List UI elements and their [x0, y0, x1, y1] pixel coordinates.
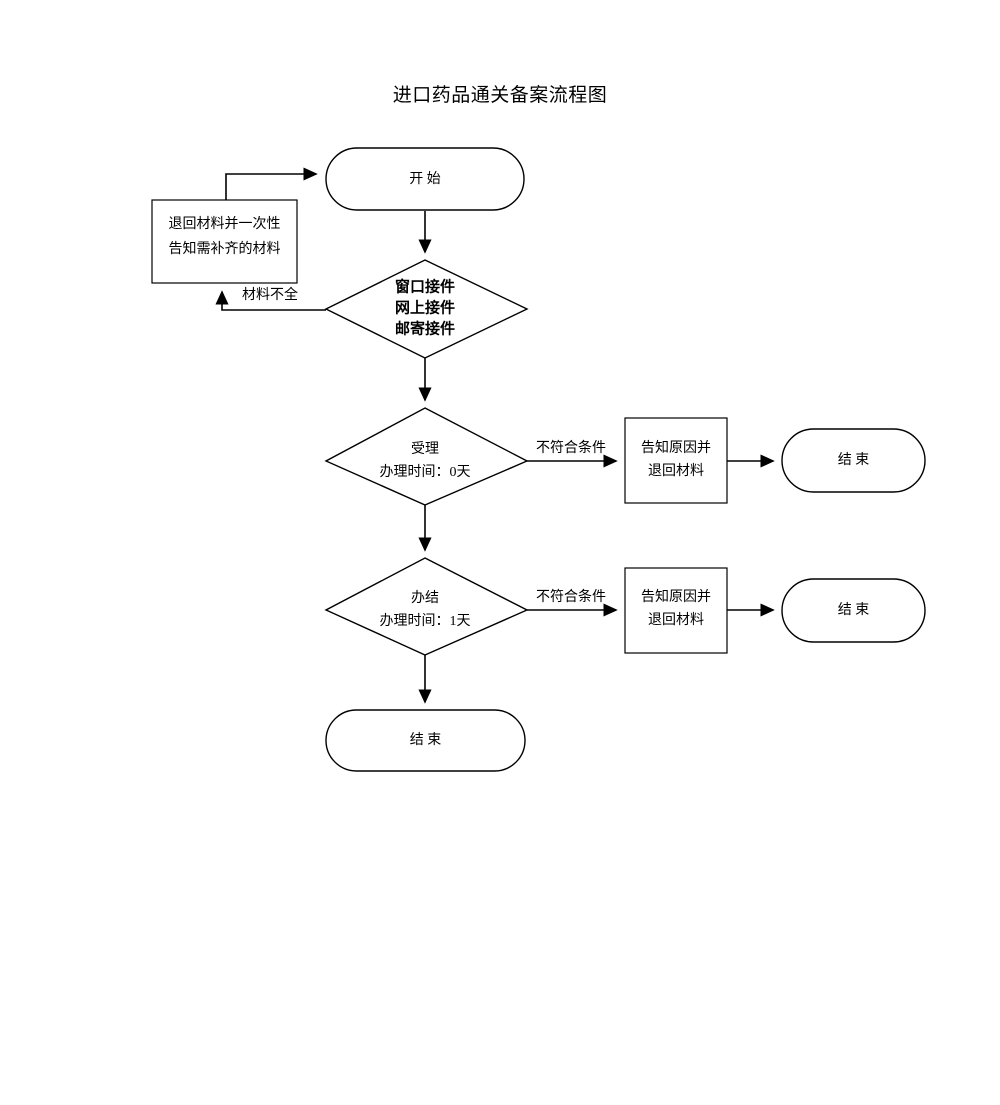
edge-label-not-conforming-2: 不符合条件	[536, 588, 606, 605]
edge-return-box-to-start	[225, 167, 318, 200]
node-notify2-line2: 退回材料	[648, 612, 704, 628]
node-start[interactable]: 开 始	[325, 147, 525, 211]
node-notify-reason-box-2[interactable]: 告知原因并 退回材料	[624, 567, 728, 654]
node-return-materials-box[interactable]: 退回材料并一次性 告知需补齐的材料	[151, 199, 298, 284]
node-intake-diamond[interactable]: 窗口接件 网上接件 邮寄接件	[324, 259, 529, 359]
node-notify1-line1: 告知原因并	[641, 439, 711, 456]
node-intake-line3: 邮寄接件	[395, 319, 455, 337]
node-return-materials-line1: 退回材料并一次性	[169, 216, 281, 232]
node-accept-line1: 受理	[411, 441, 439, 457]
node-notify-reason-box-1[interactable]: 告知原因并 退回材料	[624, 417, 728, 504]
edge-label-not-conforming-1: 不符合条件	[536, 439, 606, 456]
node-notify2-line1: 告知原因并	[641, 588, 711, 605]
edge-intake-to-return-box	[215, 290, 326, 311]
node-end-bottom[interactable]: 结 束	[325, 709, 526, 772]
node-return-materials-line2: 告知需补齐的材料	[169, 240, 281, 257]
node-complete-diamond[interactable]: 办结 办理时间：1天	[324, 557, 529, 656]
node-intake-line2: 网上接件	[395, 298, 455, 316]
node-accept-diamond[interactable]: 受理 办理时间：0天	[324, 407, 529, 506]
node-end-right-1-label: 结 束	[838, 452, 870, 468]
node-end-right-2-label: 结 束	[838, 602, 870, 618]
node-end-bottom-label: 结 束	[410, 732, 442, 748]
page-title: 进口药品通关备案流程图	[392, 85, 608, 106]
node-intake-line1: 窗口接件	[395, 277, 455, 295]
node-complete-line2: 办理时间：1天	[380, 613, 471, 629]
node-end-right-2[interactable]: 结 束	[781, 578, 926, 643]
edge-label-material-incomplete: 材料不全	[242, 286, 298, 303]
node-start-label: 开 始	[409, 171, 441, 187]
node-accept-line2: 办理时间：0天	[380, 464, 471, 480]
node-end-right-1[interactable]: 结 束	[781, 428, 926, 493]
node-complete-line1: 办结	[411, 590, 439, 606]
node-notify1-line2: 退回材料	[648, 463, 704, 479]
